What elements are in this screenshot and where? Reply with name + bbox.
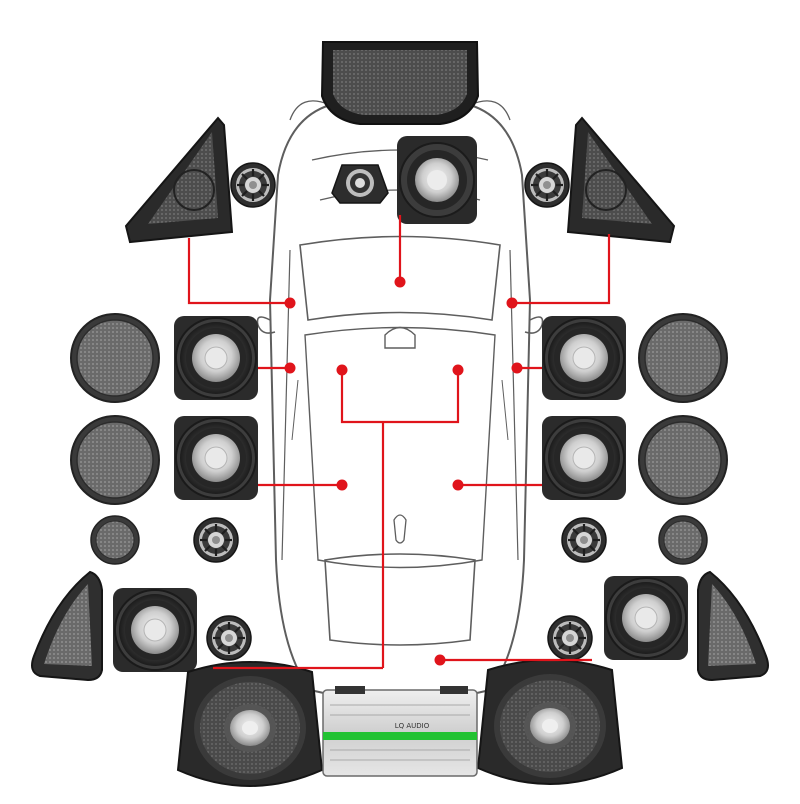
right-front-door-grille (638, 313, 728, 403)
right-front-door-speaker (541, 315, 627, 401)
right-rear-door-grille (638, 415, 728, 505)
left-subwoofer (177, 661, 323, 787)
left-rear-door-speaker (173, 415, 259, 501)
right-rear-deck-speaker (603, 575, 689, 661)
left-rear-deck-tweeter (205, 614, 253, 662)
left-front-door-speaker (173, 315, 259, 401)
center-midrange-speaker (397, 136, 477, 224)
right-front-tweeter (523, 161, 571, 209)
left-rear-tweeter (192, 516, 240, 564)
left-a-pillar-tweeter-cover (124, 116, 234, 244)
left-rear-corner-grille (31, 570, 103, 682)
right-rear-corner-grille (697, 570, 769, 682)
amplifier-brand-label: LQ AUDIO (395, 722, 430, 730)
right-subwoofer (477, 659, 623, 785)
right-a-pillar-tweeter-cover (566, 116, 676, 244)
right-small-grille (658, 515, 708, 565)
right-rear-deck-tweeter (546, 614, 594, 662)
right-rear-tweeter (560, 516, 608, 564)
left-small-grille (90, 515, 140, 565)
left-front-tweeter (229, 161, 277, 209)
center-tweeter (331, 164, 389, 204)
leader-dots (284, 276, 523, 666)
center-dash-grille (320, 41, 480, 125)
right-rear-door-speaker (541, 415, 627, 501)
left-rear-deck-speaker (112, 587, 198, 673)
amplifier: LQ AUDIO (322, 686, 478, 777)
left-front-door-grille (70, 313, 160, 403)
left-rear-door-grille (70, 415, 160, 505)
